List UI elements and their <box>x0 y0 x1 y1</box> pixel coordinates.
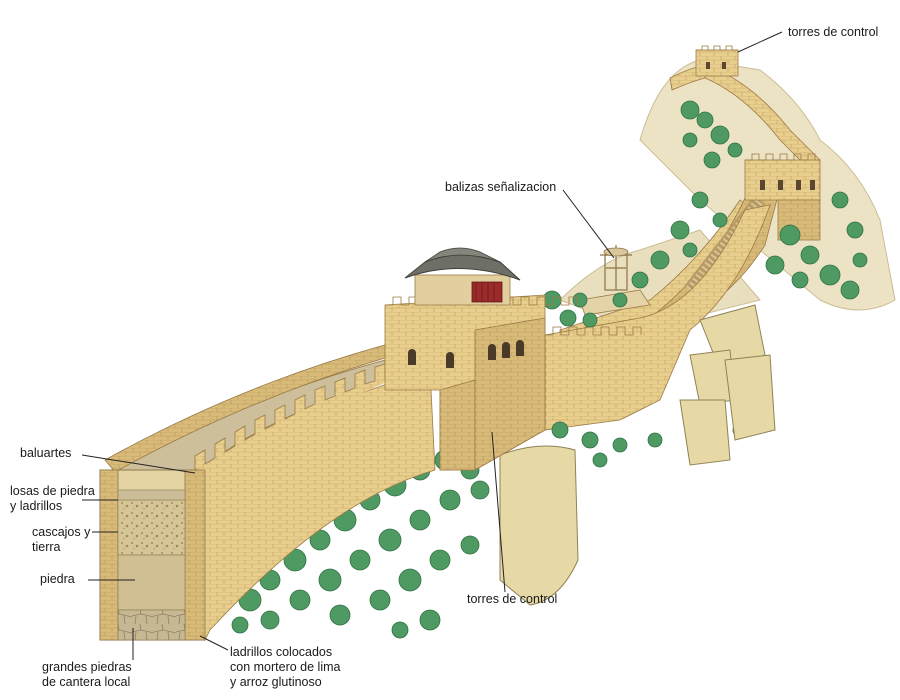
near-wall <box>99 344 436 642</box>
rock-outcrops <box>499 304 776 606</box>
label-stone: piedra <box>40 572 75 586</box>
middle-wall-segment <box>544 204 771 431</box>
label-control-towers-bottom: torres de control <box>467 592 558 606</box>
label-bastions: baluartes <box>20 446 72 460</box>
leader-lines <box>81 31 783 660</box>
label-control-towers-top: torres de control <box>788 25 879 39</box>
far-control-tower <box>695 45 739 77</box>
label-signal-beacons: balizas señalizacion <box>445 180 557 194</box>
